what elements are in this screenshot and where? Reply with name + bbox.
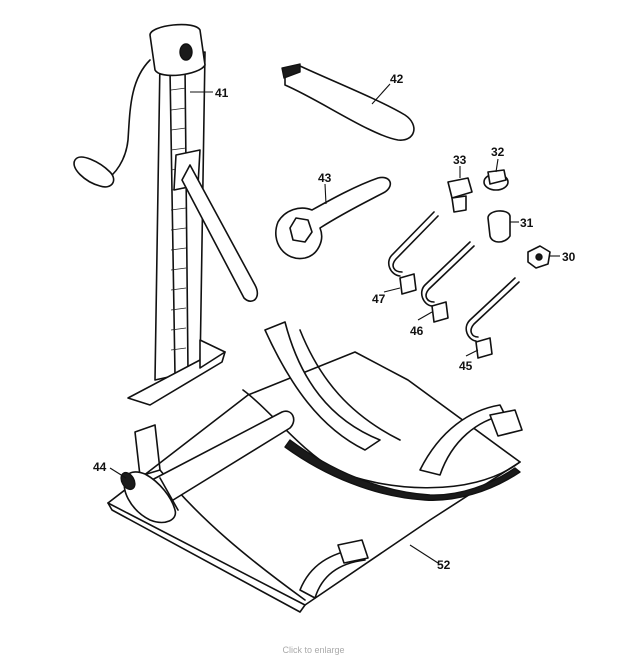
label-44: 44 [93, 460, 107, 474]
leader-lines [109, 83, 560, 564]
box-key-45 [465, 277, 520, 359]
cap-31 [487, 210, 511, 243]
nut-32 [483, 169, 509, 191]
tool-roll-52 [107, 321, 523, 613]
box-key-47 [388, 211, 439, 295]
caption[interactable]: Click to enlarge [282, 645, 345, 655]
label-46: 46 [410, 324, 424, 338]
box-key-46 [420, 241, 475, 323]
spanner-43 [275, 176, 392, 260]
label-43: 43 [318, 171, 332, 185]
label-32: 32 [491, 145, 505, 159]
label-31: 31 [520, 216, 534, 230]
label-30: 30 [562, 250, 576, 264]
bolt-33 [447, 177, 473, 213]
label-33: 33 [453, 153, 467, 167]
label-41: 41 [215, 86, 229, 100]
label-42: 42 [390, 72, 404, 86]
nut-30 [527, 245, 551, 269]
lever-42 [281, 63, 415, 141]
label-47: 47 [372, 292, 386, 306]
label-45: 45 [459, 359, 473, 373]
label-52: 52 [437, 558, 451, 572]
jack-41 [73, 23, 259, 406]
